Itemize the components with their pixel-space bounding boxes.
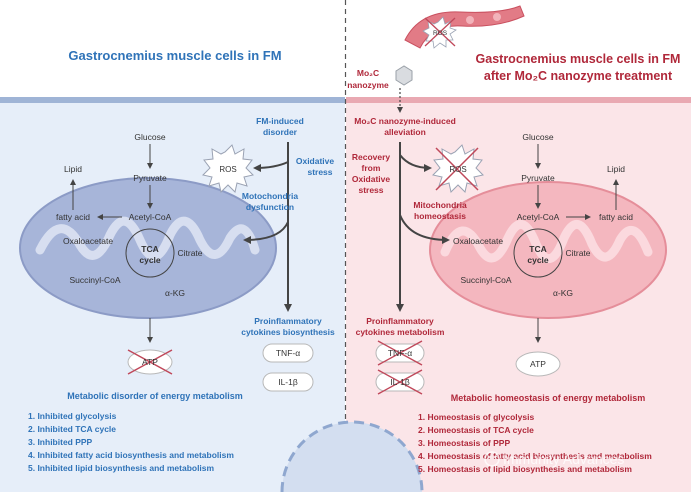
left-tca-label-2: cycle [139, 255, 161, 265]
right-summary-item: 1. Homeostasis of glycolysis [418, 412, 534, 422]
watermark-text: Immunity Advances [503, 451, 624, 467]
right-oxaloacetate: Oxaloacetate [453, 236, 503, 246]
left-akg: α-KG [165, 288, 185, 298]
right-proinf-label: Proinflammatory [366, 316, 434, 326]
left-lipid: Lipid [64, 164, 82, 174]
left-atp-badge [127, 349, 173, 375]
right-recovery-label-3: Oxidative [352, 174, 391, 184]
left-disorder-label: FM-induced [256, 116, 304, 126]
right-mito-homeo-label: Mitochondria [413, 200, 467, 210]
right-summary-item: 2. Homeostasis of TCA cycle [418, 425, 534, 435]
left-proinf-label-2: cytokines biosynthesis [241, 327, 335, 337]
right-ros-label: ROS [449, 165, 466, 174]
left-proinf-label: Proinflammatory [254, 316, 322, 326]
right-recovery-label-4: stress [358, 185, 383, 195]
left-ros-label: ROS [219, 165, 236, 174]
right-summary-title: Metabolic homeostasis of energy metaboli… [451, 393, 646, 403]
right-alleviation-label: Mo₂C nanozyme-induced [354, 116, 456, 126]
left-tca-label: TCA [141, 244, 158, 254]
right-proinf-label-2: cytokines metabolism [356, 327, 445, 337]
right-mito-homeo-label-2: homeostasis [414, 211, 466, 221]
right-lipid: Lipid [607, 164, 625, 174]
left-summary-item: 3. Inhibited PPP [28, 437, 93, 447]
left-disorder-label-2: disorder [263, 127, 298, 137]
left-tnf-badge [262, 343, 314, 363]
left-mito-dys-label-2: dysfunction [246, 202, 294, 212]
watermark: Immunity Advances [484, 451, 624, 467]
left-summary-item: 5. Inhibited lipid biosynthesis and meta… [28, 463, 215, 473]
right-pyruvate: Pyruvate [521, 173, 555, 183]
left-mitochondrion [19, 177, 277, 319]
right-arrow-mito [399, 214, 450, 244]
left-summary-item: 4. Inhibited fatty acid biosynthesis and… [28, 450, 234, 460]
right-recovery-label-2: from [362, 163, 381, 173]
nanozyme-label-2: nanozyme [347, 80, 389, 90]
left-oxidative-label: Oxidative [296, 156, 335, 166]
left-tnf-label: TNF-α [276, 348, 300, 358]
left-title: Gastrocnemius muscle cells in FM [68, 48, 281, 63]
nucleus-shape [280, 420, 424, 492]
left-membrane [0, 97, 345, 103]
vessel-ros-icon [422, 16, 457, 49]
left-oxidative-label-2: stress [307, 167, 332, 177]
vessel-ros-label: ROS [433, 30, 448, 37]
right-summary-item: 4. Homeostasis of fatty acid biosynthesi… [418, 451, 652, 461]
left-atp-label: ATP [142, 357, 158, 367]
right-summary-item: 3. Homeostasis of PPP [418, 438, 510, 448]
right-atp-badge [515, 351, 561, 377]
right-summary-list: 1. Homeostasis of glycolysis 2. Homeosta… [418, 412, 652, 474]
left-arrow-mito [243, 221, 289, 244]
right-fatty-acid: fatty acid [599, 212, 633, 222]
left-summary-list: 1. Inhibited glycolysis 2. Inhibited TCA… [28, 411, 234, 473]
right-acetyl: Acetyl-CoA [517, 212, 560, 222]
right-title: Gastrocnemius muscle cells in FM [476, 52, 681, 66]
nanozyme-particle [395, 65, 413, 86]
left-tca-cycle [125, 228, 175, 278]
right-akg: α-KG [553, 288, 573, 298]
left-pyruvate: Pyruvate [133, 173, 167, 183]
right-alleviation-label-2: alleviation [384, 127, 426, 137]
right-tca-label: TCA [529, 244, 546, 254]
left-ros-icon [202, 144, 254, 193]
left-summary-item: 2. Inhibited TCA cycle [28, 424, 116, 434]
left-il1b-badge [262, 372, 314, 392]
left-glucose: Glucose [134, 132, 165, 142]
right-il1b-label: IL-1β [390, 377, 410, 387]
left-summary-item: 1. Inhibited glycolysis [28, 411, 117, 421]
right-il1b-badge [375, 369, 425, 395]
left-arrow-ros [253, 161, 289, 172]
left-oxaloacetate: Oxaloacetate [63, 236, 113, 246]
right-tca-label-2: cycle [527, 255, 549, 265]
right-membrane [346, 97, 691, 103]
left-summary-title: Metabolic disorder of energy metabolism [67, 391, 243, 401]
right-title-2: after Mo₂C nanozyme treatment [484, 69, 673, 83]
right-citrate: Citrate [565, 248, 590, 258]
left-citrate: Citrate [177, 248, 202, 258]
right-mitochondrion [429, 181, 667, 319]
right-succinyl: Succinyl-CoA [460, 275, 511, 285]
right-summary-item: 5. Homeostasis of lipid biosynthesis and… [418, 464, 632, 474]
right-atp-label: ATP [530, 359, 546, 369]
right-tca-cycle [513, 228, 563, 278]
right-tnf-badge [375, 340, 425, 366]
right-arrow-ros [399, 154, 432, 172]
right-tnf-label: TNF-α [388, 348, 412, 358]
right-glucose: Glucose [522, 132, 553, 142]
left-il1b-label: IL-1β [278, 377, 298, 387]
left-mito-dys-label: Motochondria [242, 191, 298, 201]
right-ros-icon [432, 144, 484, 193]
nanozyme-label: Mo₂C [357, 68, 379, 78]
right-recovery-label: Recovery [352, 152, 391, 162]
left-fatty-acid: fatty acid [56, 212, 90, 222]
left-succinyl: Succinyl-CoA [69, 275, 120, 285]
left-acetyl: Acetyl-CoA [129, 212, 172, 222]
